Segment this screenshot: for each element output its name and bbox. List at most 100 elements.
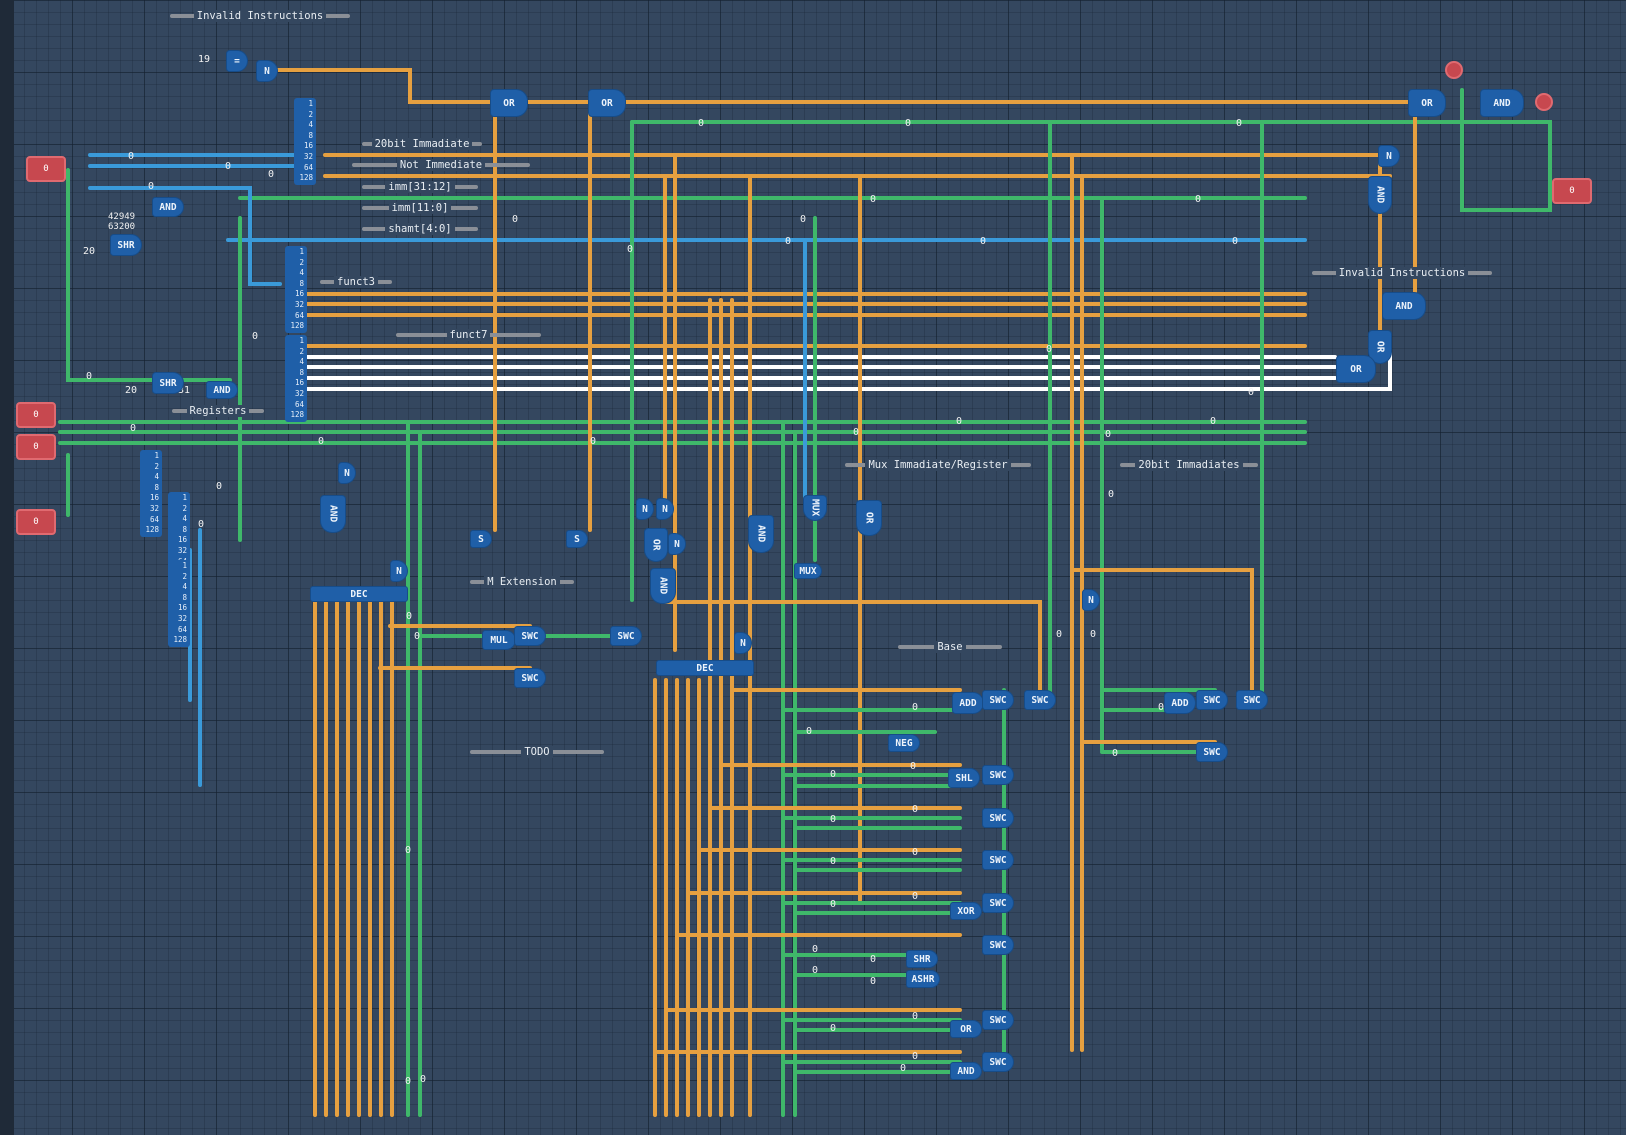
- bit-label: 2: [154, 461, 159, 471]
- and-gate[interactable]: AND: [206, 381, 238, 399]
- gate-label: AND: [657, 577, 669, 595]
- wire-value-label: 0: [252, 331, 259, 342]
- mul-gate[interactable]: MUL: [482, 630, 516, 650]
- label-text: funct7: [446, 329, 491, 341]
- swc-gate[interactable]: SWC: [982, 1052, 1014, 1072]
- wire-value-label: 0: [830, 769, 837, 780]
- and-gate[interactable]: AND: [152, 197, 184, 217]
- label-base: Base: [898, 641, 1002, 653]
- gate-label: SWC: [989, 939, 1007, 951]
- gate-label: N: [662, 503, 668, 515]
- label-text: funct3: [334, 276, 378, 288]
- mux[interactable]: MUX: [794, 563, 822, 579]
- and-gate[interactable]: AND: [320, 495, 346, 533]
- gate-label: SWC: [1243, 694, 1261, 706]
- shr-gate[interactable]: SHR: [152, 372, 184, 394]
- gate-label: SWC: [989, 812, 1007, 824]
- not-gate[interactable]: N: [390, 560, 408, 582]
- label-funct3: funct3: [320, 276, 392, 288]
- gate-label: OR: [960, 1023, 972, 1035]
- swc-gate[interactable]: SWC: [982, 1010, 1014, 1030]
- or-gate[interactable]: OR: [588, 89, 626, 117]
- gate-label: OR: [650, 539, 662, 551]
- swc-gate[interactable]: SWC: [982, 765, 1014, 785]
- swc-gate[interactable]: SWC: [982, 690, 1014, 710]
- bit-label: 16: [303, 141, 313, 151]
- bit-label: 8: [299, 367, 304, 377]
- switch-s[interactable]: S: [566, 530, 588, 548]
- swc-gate[interactable]: SWC: [1024, 690, 1056, 710]
- not-gate[interactable]: N: [1082, 589, 1100, 611]
- constant-big-2: 63200: [108, 222, 136, 232]
- swc-gate[interactable]: SWC: [982, 850, 1014, 870]
- and-gate[interactable]: AND: [1382, 292, 1426, 320]
- input-pin[interactable]: 0: [16, 509, 56, 535]
- gate-label: SWC: [1203, 694, 1221, 706]
- or-gate[interactable]: OR: [856, 500, 882, 536]
- swc-gate[interactable]: SWC: [514, 626, 546, 646]
- not-gate[interactable]: N: [636, 498, 654, 520]
- decoder[interactable]: DEC: [656, 660, 754, 676]
- swc-gate[interactable]: SWC: [982, 893, 1014, 913]
- shr-gate[interactable]: SHR: [906, 950, 938, 968]
- not-gate[interactable]: N: [734, 632, 752, 654]
- input-pin[interactable]: 0: [16, 434, 56, 460]
- or-gate[interactable]: OR: [950, 1020, 982, 1038]
- swc-gate[interactable]: SWC: [514, 668, 546, 688]
- equals-gate[interactable]: =: [226, 50, 248, 72]
- or-gate[interactable]: OR: [1336, 355, 1376, 383]
- output-pin[interactable]: 0: [1552, 178, 1592, 204]
- or-gate[interactable]: OR: [1408, 89, 1446, 117]
- ashr-gate[interactable]: ASHR: [906, 970, 940, 988]
- swc-gate[interactable]: SWC: [982, 935, 1014, 955]
- swc-gate[interactable]: SWC: [982, 808, 1014, 828]
- add-gate[interactable]: ADD: [1164, 692, 1196, 714]
- gate-label: AND: [957, 1065, 975, 1077]
- not-gate[interactable]: N: [656, 498, 674, 520]
- play-output-icon[interactable]: [1445, 61, 1463, 79]
- switch-s[interactable]: S: [470, 530, 492, 548]
- constant-big-1: 42949: [108, 212, 136, 222]
- gate-label: OR: [1350, 363, 1362, 375]
- play-output-icon[interactable]: [1535, 93, 1553, 111]
- bit-label: 2: [182, 503, 187, 513]
- not-gate[interactable]: N: [338, 462, 356, 484]
- mux[interactable]: MUX: [803, 495, 827, 521]
- gate-label: N: [642, 503, 648, 515]
- input-pin[interactable]: 0: [26, 156, 66, 182]
- and-gate[interactable]: AND: [650, 568, 676, 604]
- and-gate[interactable]: AND: [1368, 176, 1392, 214]
- decoder[interactable]: DEC: [310, 586, 408, 602]
- gate-label: DEC: [350, 588, 368, 600]
- and-gate[interactable]: AND: [1480, 89, 1524, 117]
- and-gate[interactable]: AND: [748, 515, 774, 553]
- swc-gate[interactable]: SWC: [610, 626, 642, 646]
- swc-gate[interactable]: SWC: [1196, 690, 1228, 710]
- label-m-extension: M Extension: [470, 576, 574, 588]
- wire-value-label: 0: [512, 214, 519, 225]
- swc-gate[interactable]: SWC: [1196, 742, 1228, 762]
- xor-gate[interactable]: XOR: [950, 902, 982, 920]
- shr-gate[interactable]: SHR: [110, 234, 142, 256]
- not-gate[interactable]: N: [668, 533, 686, 555]
- neg-gate[interactable]: NEG: [888, 734, 920, 752]
- bit-label: 64: [177, 624, 187, 634]
- and-gate[interactable]: AND: [950, 1062, 982, 1080]
- shl-gate[interactable]: SHL: [948, 768, 980, 788]
- wire-value-label: 0: [800, 214, 807, 225]
- wire-value-label: 0: [627, 244, 634, 255]
- or-gate[interactable]: OR: [490, 89, 528, 117]
- add-gate[interactable]: ADD: [952, 692, 984, 714]
- wire-value-label: 0: [198, 519, 205, 530]
- not-gate[interactable]: N: [1378, 145, 1400, 167]
- input-pin[interactable]: 0: [16, 402, 56, 428]
- swc-gate[interactable]: SWC: [1236, 690, 1268, 710]
- wire-value-label: 0: [268, 169, 275, 180]
- or-gate[interactable]: OR: [644, 528, 668, 562]
- not-gate[interactable]: N: [256, 60, 278, 82]
